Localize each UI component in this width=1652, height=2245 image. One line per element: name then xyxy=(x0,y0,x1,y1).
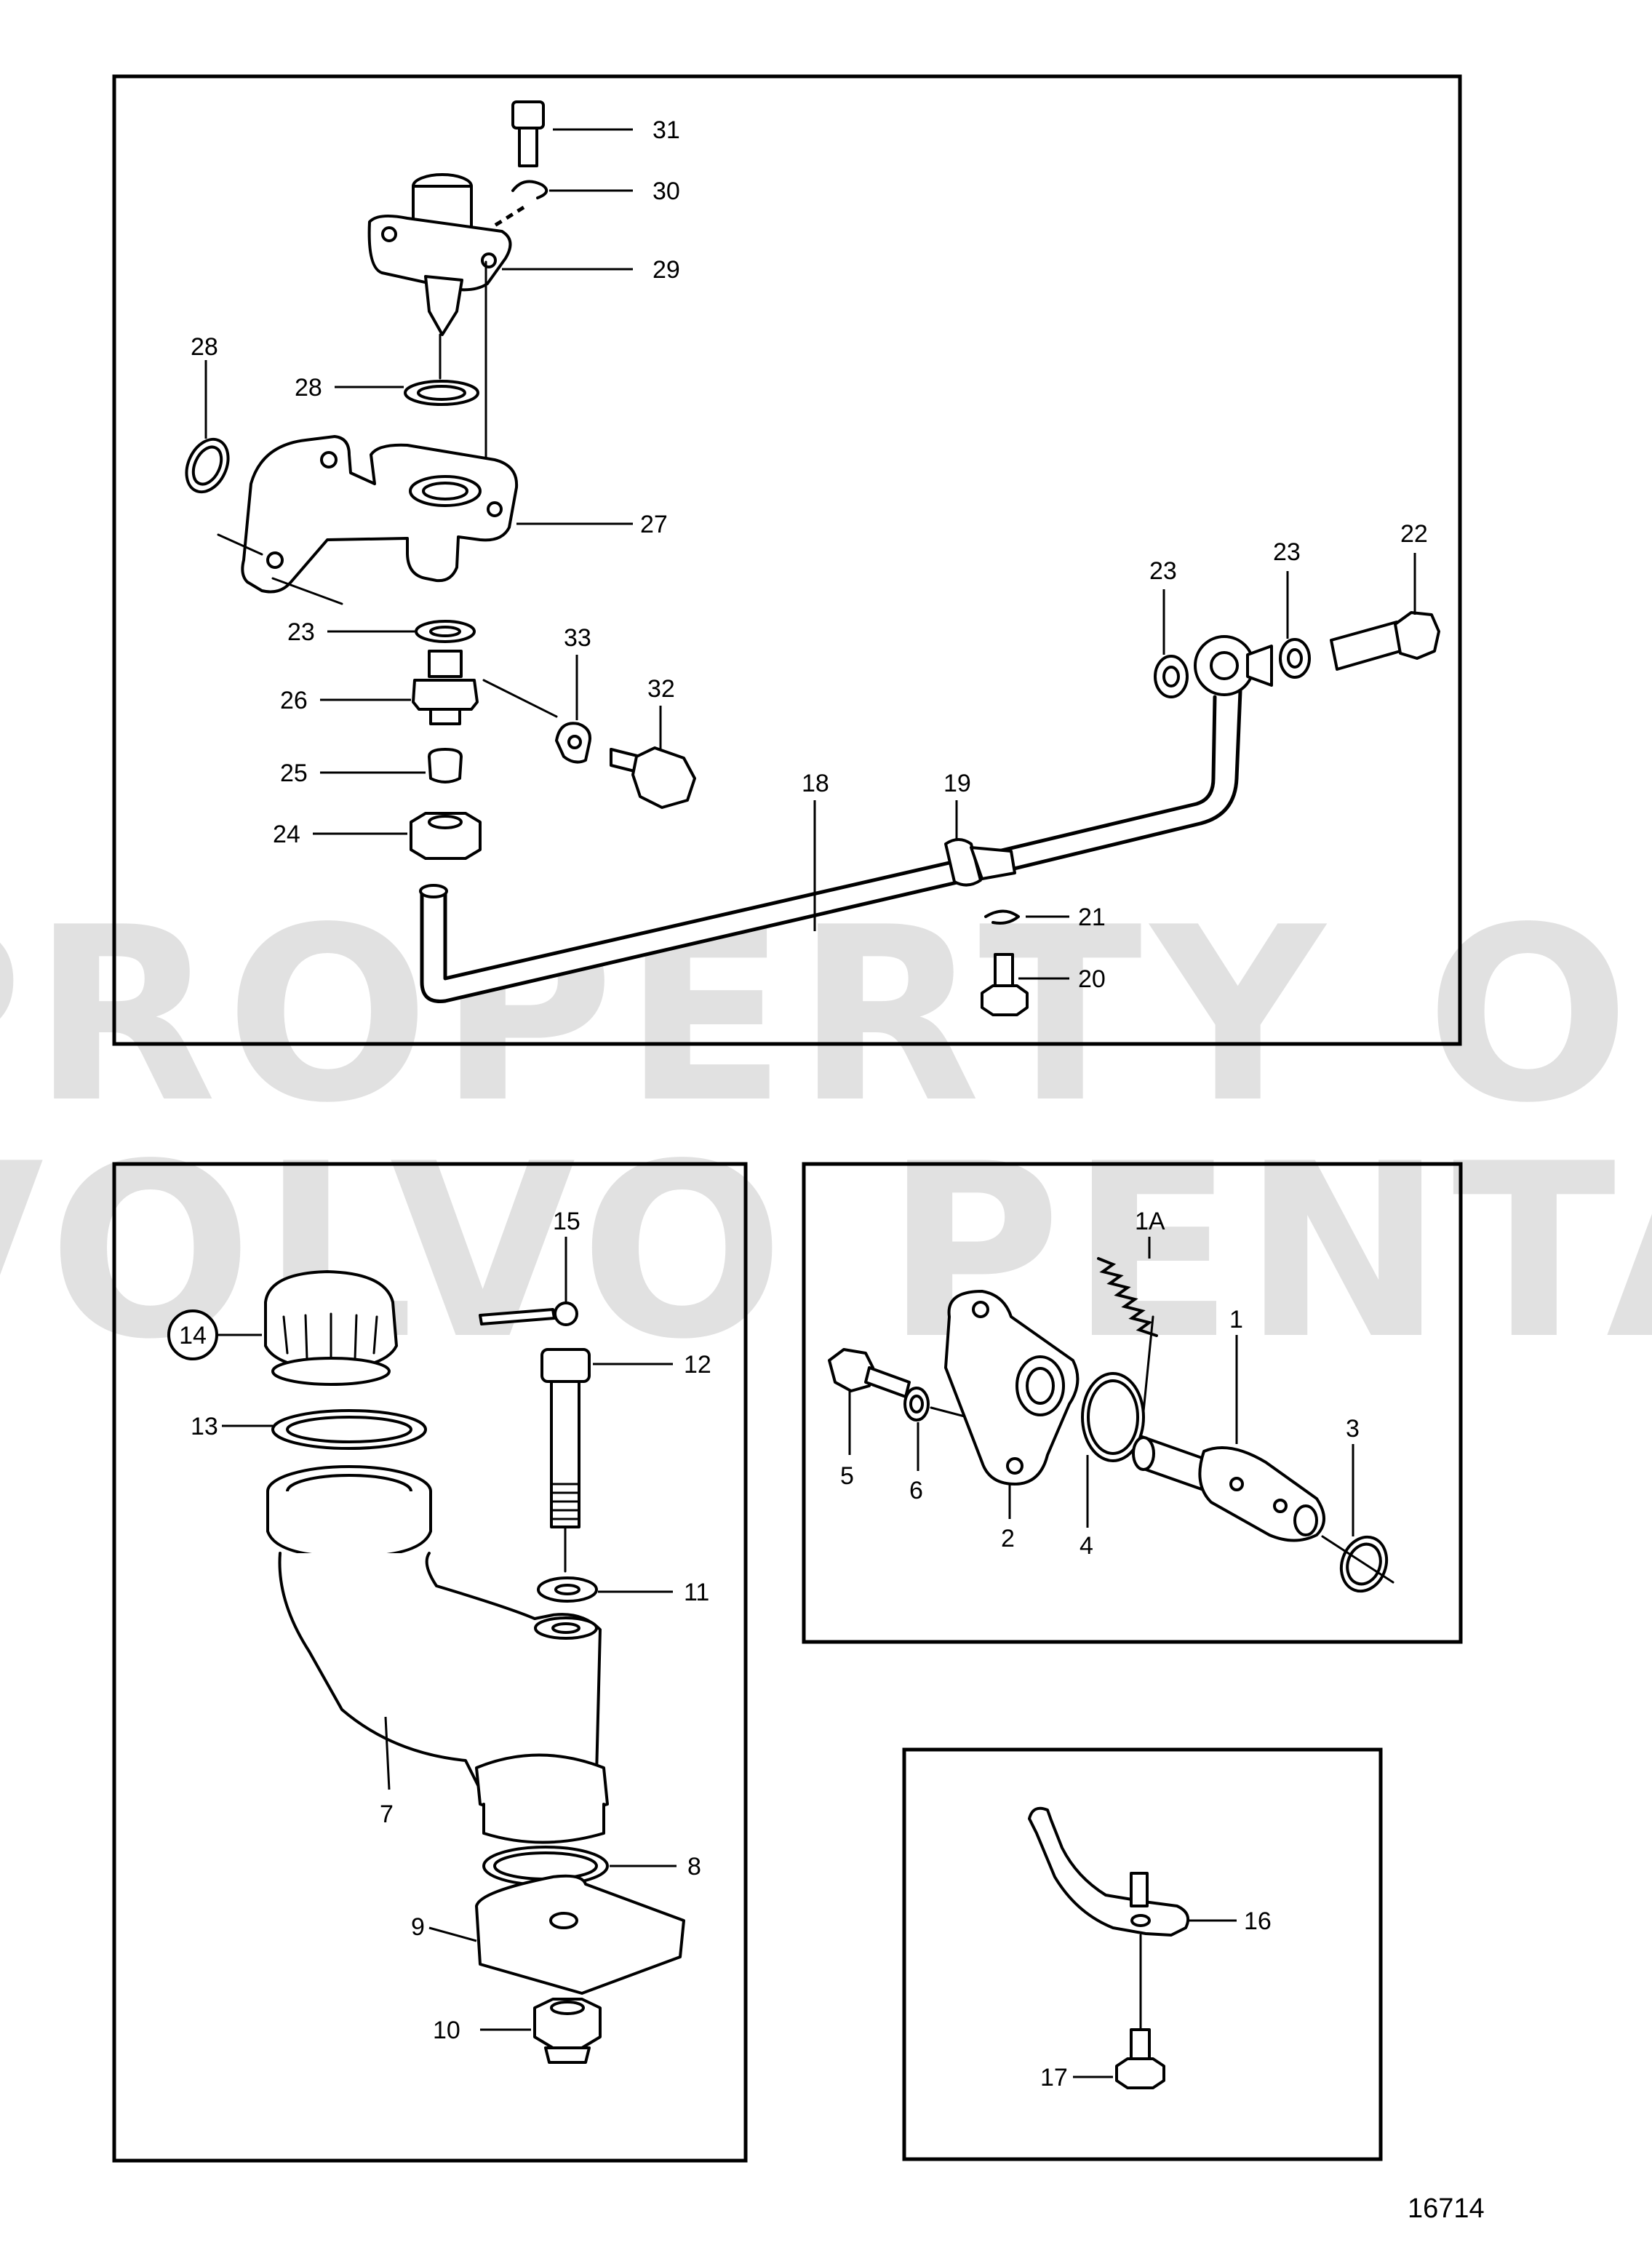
callout-7: 7 xyxy=(380,1801,394,1828)
callout-29: 29 xyxy=(653,256,680,284)
callout-31: 31 xyxy=(653,116,680,144)
callout-23-right-b: 23 xyxy=(1273,538,1301,566)
panel-bottom-right-frame xyxy=(902,1747,1383,2161)
screw-15 xyxy=(479,1237,578,1326)
lock-tab-33 xyxy=(482,655,591,764)
panel-bottom-left-frame xyxy=(112,1162,748,2163)
callout-32: 32 xyxy=(647,675,675,703)
callout-1A: 1A xyxy=(1135,1208,1165,1235)
panel-top: 31 30 29 28 28 27 23 26 25 24 33 32 18 1… xyxy=(112,74,1462,1046)
callout-5: 5 xyxy=(840,1462,854,1490)
figure-number: 16714 xyxy=(1408,2193,1485,2224)
watermark-line-1: PROPERTY OF xyxy=(0,876,1652,1155)
callout-14: 14 xyxy=(179,1322,207,1349)
sealing-ring-28-left xyxy=(185,360,230,494)
panel-middle-right: 1A 1 5 6 2 4 3 xyxy=(802,1162,1463,1644)
washer-23-right-b xyxy=(1279,571,1311,679)
ring-3 xyxy=(1321,1444,1394,1593)
callout-12: 12 xyxy=(684,1351,711,1379)
callout-2: 2 xyxy=(1001,1525,1015,1552)
valve-1 xyxy=(1132,1335,1325,1542)
gasket-13 xyxy=(222,1409,427,1450)
washer-11 xyxy=(537,1576,673,1603)
callout-33: 33 xyxy=(564,624,591,652)
callout-28-left: 28 xyxy=(191,333,218,361)
bolt-12 xyxy=(540,1348,673,1573)
lock-washer-30 xyxy=(493,180,633,228)
callout-23-right-a: 23 xyxy=(1149,557,1177,585)
banjo-fitting xyxy=(1194,635,1273,696)
callout-26: 26 xyxy=(280,687,308,714)
callout-10: 10 xyxy=(433,2017,460,2044)
watermark-line-2: VOLVO PENTA xyxy=(0,1112,1652,1392)
callout-21: 21 xyxy=(1078,904,1106,931)
callout-22: 22 xyxy=(1400,520,1428,548)
callout-4: 4 xyxy=(1080,1532,1093,1560)
nipple-26 xyxy=(320,650,479,725)
callout-9: 9 xyxy=(411,1913,425,1941)
union-nut-24 xyxy=(313,812,482,860)
nut-10 xyxy=(480,1998,602,2064)
callout-30: 30 xyxy=(653,178,680,205)
callout-11: 11 xyxy=(684,1579,709,1606)
callout-17: 17 xyxy=(1040,2064,1068,2092)
callout-23-left: 23 xyxy=(287,618,315,646)
washer-21 xyxy=(984,909,1069,925)
callout-15: 15 xyxy=(553,1208,580,1235)
callout-6: 6 xyxy=(909,1477,923,1504)
filler-pipe-7 xyxy=(266,1465,609,1844)
bolt-32 xyxy=(610,706,696,809)
bolt-31 xyxy=(511,100,633,167)
callout-28-center: 28 xyxy=(295,374,322,402)
callout-3: 3 xyxy=(1346,1415,1360,1443)
callout-8: 8 xyxy=(687,1853,701,1881)
panel-middle-right-frame xyxy=(802,1162,1463,1644)
fuel-pipe-18 xyxy=(419,663,1242,1003)
o-ring-4 xyxy=(1081,1372,1145,1528)
banjo-bolt-22 xyxy=(1330,553,1440,671)
flange-2 xyxy=(944,1290,1080,1519)
filler-cap-14 xyxy=(167,1270,398,1386)
olive-25 xyxy=(320,748,463,783)
callout-24: 24 xyxy=(273,821,300,848)
callout-27: 27 xyxy=(640,511,668,538)
bolt-5 xyxy=(828,1348,911,1455)
housing-27 xyxy=(217,435,633,605)
bracket-16 xyxy=(1028,1806,1237,2031)
washer-23-left xyxy=(327,620,476,643)
clamp-19 xyxy=(944,800,1016,887)
bolt-20 xyxy=(981,953,1069,1016)
callout-19: 19 xyxy=(943,770,971,797)
callout-16: 16 xyxy=(1244,1907,1272,1935)
callout-25: 25 xyxy=(280,759,308,787)
callout-1: 1 xyxy=(1229,1306,1243,1333)
callout-20: 20 xyxy=(1078,965,1106,993)
watermark: PROPERTY OF VOLVO PENTA xyxy=(0,876,1652,1392)
callout-18: 18 xyxy=(802,770,829,797)
plate-9 xyxy=(428,1874,685,1995)
callout-13: 13 xyxy=(191,1413,218,1440)
washer-23-right-a xyxy=(1154,589,1189,698)
panel-bottom-left: 14 15 12 13 11 7 8 9 10 xyxy=(112,1162,748,2163)
washer-6 xyxy=(903,1387,1016,1471)
sealing-ring-28-center xyxy=(335,380,479,406)
panel-bottom-right: 16 17 xyxy=(902,1747,1383,2161)
panel-top-frame xyxy=(112,74,1462,1046)
screw-17 xyxy=(1073,2028,1165,2089)
injector-holder-29 xyxy=(367,173,633,503)
